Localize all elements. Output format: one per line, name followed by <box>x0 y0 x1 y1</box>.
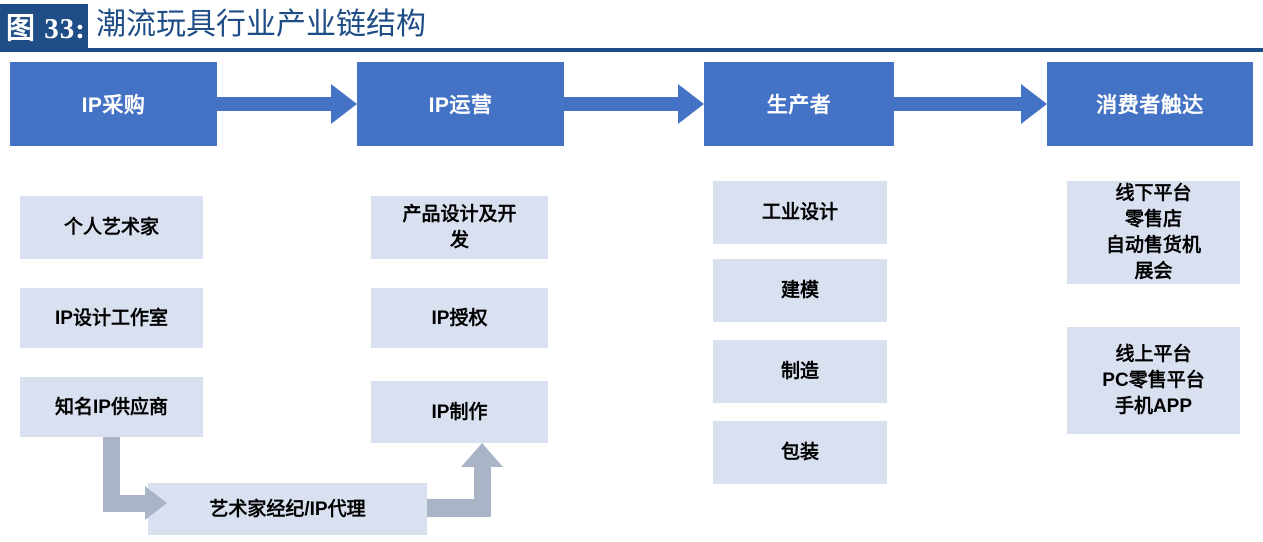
stage-label: 生产者 <box>766 94 832 117</box>
stage-label: IP运营 <box>428 94 493 117</box>
item-label: 包装 <box>780 442 819 463</box>
stage-box-ip-operation[interactable]: IP运营 <box>357 62 564 146</box>
item-box-offline-channels[interactable]: 线下平台 零售店 自动售货机 展会 <box>1067 181 1240 284</box>
item-label: 建模 <box>780 280 819 301</box>
item-box-famous-ip-supplier[interactable]: 知名IP供应商 <box>20 377 203 437</box>
elbow-arrow-agency-to-ip-production-icon <box>427 443 507 535</box>
item-label: IP制作 <box>431 401 488 423</box>
figure-number-label: 图 33: <box>6 13 86 45</box>
item-label: 线上平台 PC零售平台 手机APP <box>1102 343 1205 417</box>
item-box-packaging[interactable]: 包装 <box>713 421 887 484</box>
item-box-ip-design-studio[interactable]: IP设计工作室 <box>20 288 203 348</box>
item-label: 线下平台 零售店 自动售货机 展会 <box>1105 182 1201 282</box>
stage-box-production[interactable]: 生产者 <box>704 62 894 146</box>
figure-number-badge: 图 33: <box>0 4 88 48</box>
item-box-manufacturing[interactable]: 制造 <box>713 340 887 403</box>
item-label: 艺术家经纪/IP代理 <box>209 498 366 520</box>
stage-box-consumer-reach[interactable]: 消费者触达 <box>1047 62 1253 146</box>
stage-label: IP采购 <box>81 94 146 117</box>
item-box-industrial-design[interactable]: 工业设计 <box>713 181 887 244</box>
flow-arrow-3-icon <box>894 84 1047 124</box>
flow-arrow-2-icon <box>564 84 704 124</box>
item-label: 工业设计 <box>761 202 838 223</box>
item-box-online-channels[interactable]: 线上平台 PC零售平台 手机APP <box>1067 327 1240 434</box>
item-box-ip-production[interactable]: IP制作 <box>371 381 548 443</box>
flow-arrow-1-icon <box>217 84 357 124</box>
elbow-arrow-supplier-to-agency-icon <box>100 437 175 527</box>
item-box-individual-artist[interactable]: 个人艺术家 <box>20 196 203 259</box>
item-label: 知名IP供应商 <box>55 396 168 418</box>
stage-box-ip-sourcing[interactable]: IP采购 <box>10 62 217 146</box>
item-label: 产品设计及开 发 <box>402 203 517 251</box>
item-box-artist-agency[interactable]: 艺术家经纪/IP代理 <box>148 483 427 535</box>
item-label: IP设计工作室 <box>55 307 168 329</box>
title-divider <box>0 48 1263 52</box>
figure-title: 潮流玩具行业产业链结构 <box>96 8 426 41</box>
stage-label: 消费者触达 <box>1096 94 1204 117</box>
item-box-product-design-development[interactable]: 产品设计及开 发 <box>371 196 548 259</box>
item-label: 制造 <box>780 361 819 382</box>
item-label: 个人艺术家 <box>63 217 159 238</box>
item-label: IP授权 <box>431 307 488 329</box>
item-box-modeling[interactable]: 建模 <box>713 259 887 322</box>
item-box-ip-licensing[interactable]: IP授权 <box>371 288 548 348</box>
